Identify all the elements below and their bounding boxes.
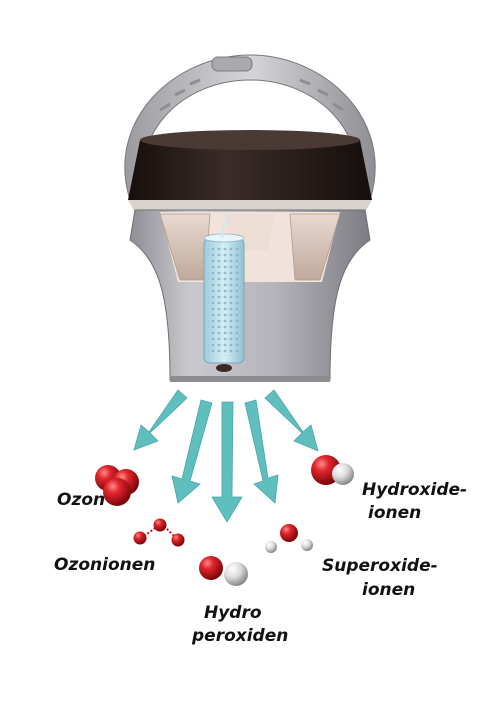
ozone-ion-molecule-icon bbox=[133, 518, 185, 547]
label-hydro-line1: Hydro bbox=[204, 603, 262, 623]
arrow-to-superoxide bbox=[244, 399, 279, 504]
arrow-to-hydroperoxiden bbox=[211, 401, 243, 523]
label-hydroxide-line2: ionen bbox=[368, 503, 422, 523]
air-purifier-device-icon bbox=[124, 54, 376, 382]
label-hydro-line2: peroxiden bbox=[192, 626, 289, 646]
ozone-molecule-icon bbox=[95, 465, 139, 506]
hydroperoxide-molecule-icon bbox=[199, 556, 248, 586]
arrow-to-ozon bbox=[133, 389, 188, 451]
label-hydroxide-line1: Hydroxide- bbox=[362, 480, 468, 500]
label-superoxide-line2: ionen bbox=[362, 580, 416, 600]
arrow-to-hydroxide bbox=[264, 389, 319, 452]
superoxide-molecule-icon bbox=[265, 524, 313, 553]
arrow-to-ozonionen bbox=[171, 399, 213, 504]
label-ozon: Ozon bbox=[57, 490, 106, 510]
label-superoxide-line1: Superoxide- bbox=[322, 556, 438, 576]
hydroxide-molecule-icon bbox=[311, 455, 354, 485]
emission-arrows bbox=[133, 389, 319, 523]
label-ozonionen: Ozonionen bbox=[54, 555, 156, 575]
